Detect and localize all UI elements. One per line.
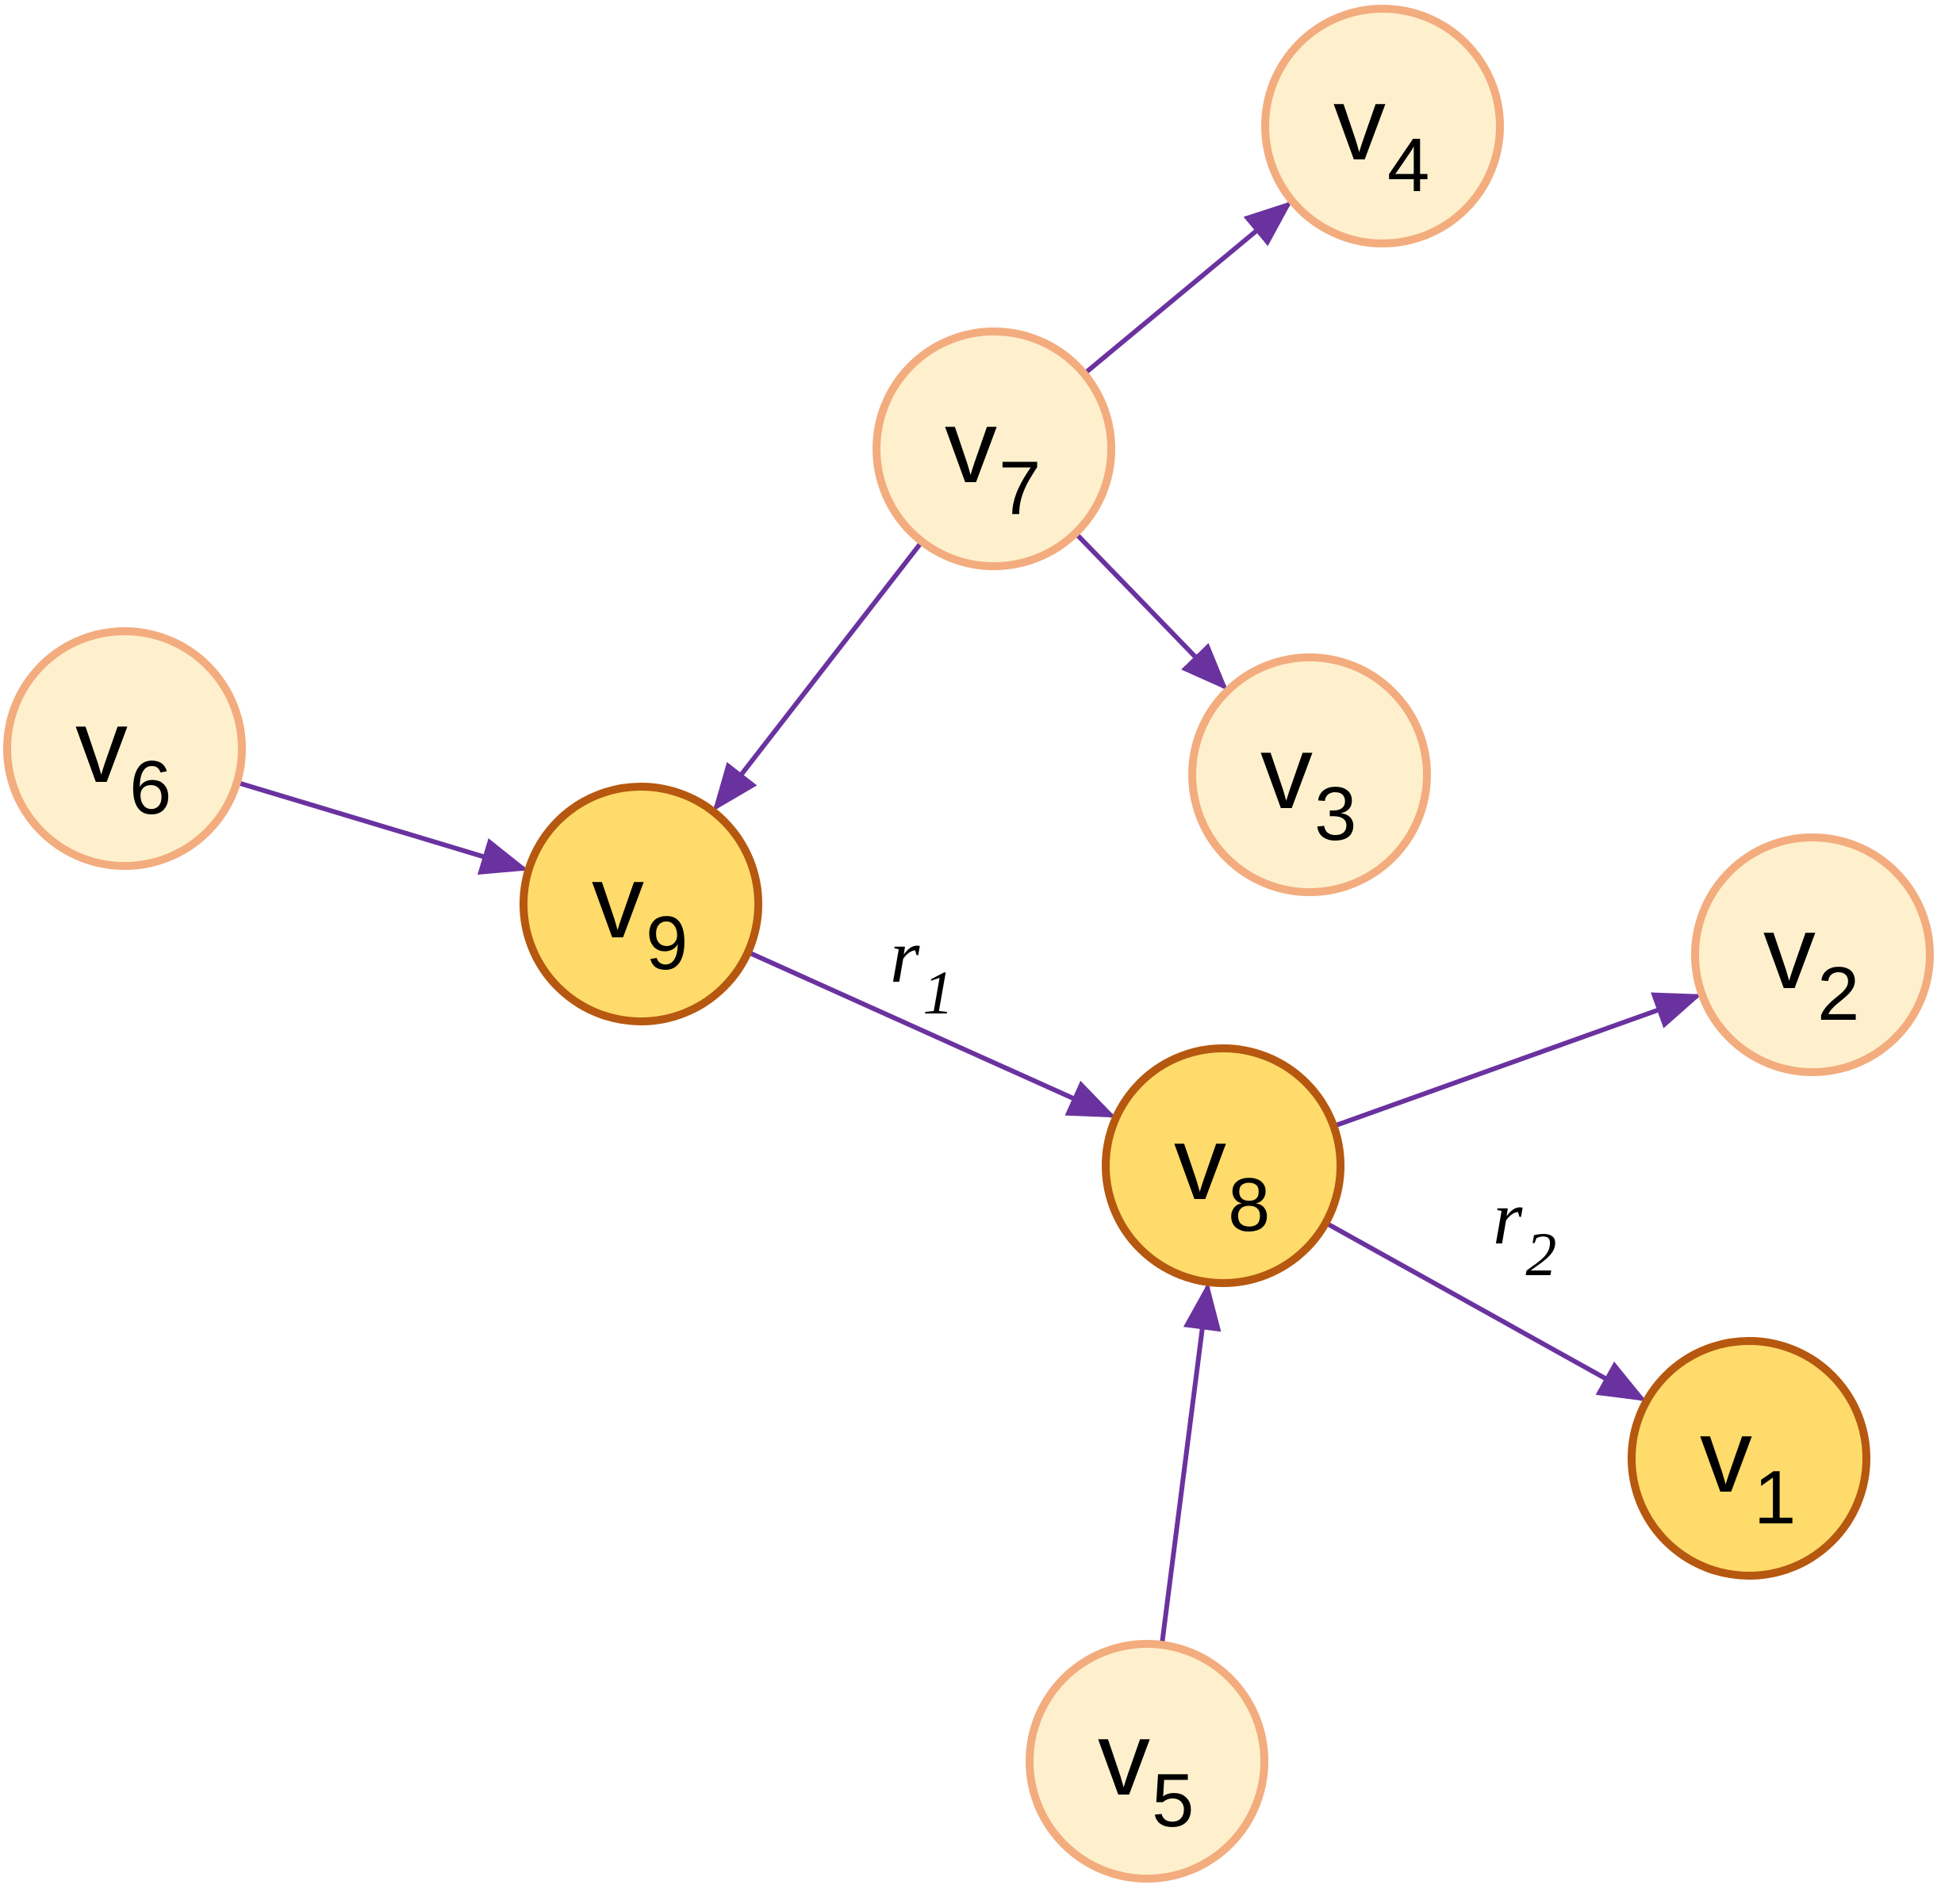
node-label-main: v [945,388,997,504]
node-v3: v3 [1188,653,1431,896]
edge-label-v8-v1: r2 [1493,1175,1556,1289]
node-label-v8: v8 [1174,1105,1270,1247]
node-label-v1: v1 [1700,1397,1796,1540]
node-label-v6: v6 [75,688,171,830]
node-label-sub: 4 [1387,123,1429,208]
node-circle-v2 [1691,833,1934,1076]
edge-label-main: r [890,914,920,998]
node-label-main: v [1763,894,1816,1010]
edge-label-main: r [1493,1175,1523,1260]
node-label-main: v [592,843,644,960]
node-label-main: v [1260,714,1313,830]
node-circle-v9 [520,783,762,1025]
node-v9: v9 [520,783,762,1025]
edges-layer [237,201,1702,1644]
node-label-v4: v4 [1333,65,1429,208]
node-label-sub: 8 [1228,1163,1270,1247]
node-label-v9: v9 [592,843,688,986]
node-circle-v6 [3,627,246,870]
edge-v7-v4 [1084,201,1293,375]
edge-label-sub: 2 [1525,1220,1556,1289]
node-v4: v4 [1261,5,1504,247]
edge-v8-v2 [1334,992,1702,1128]
node-circle-v3 [1188,653,1431,896]
node-v5: v5 [1026,1640,1268,1883]
node-v2: v2 [1691,833,1934,1076]
node-label-main: v [1174,1105,1226,1221]
node-v1: v1 [1628,1337,1870,1580]
node-label-v3: v3 [1260,714,1356,856]
node-label-sub: 3 [1314,772,1356,856]
edge-label-sub: 1 [922,958,953,1027]
node-label-main: v [75,688,128,804]
node-label-sub: 5 [1152,1758,1194,1843]
edge-v6-v9 [237,780,529,875]
node-circle-v7 [873,328,1115,570]
edge-label-v9-v8: r1 [890,914,953,1027]
node-circle-v8 [1102,1044,1344,1287]
node-label-sub: 1 [1754,1455,1796,1540]
node-v6: v6 [3,627,246,870]
edge-v8-v1 [1325,1221,1647,1402]
node-label-main: v [1098,1700,1150,1817]
node-label-v5: v5 [1098,1700,1194,1843]
node-circle-v1 [1628,1337,1870,1580]
node-label-sub: 9 [646,901,688,986]
node-label-v7: v7 [945,388,1041,531]
node-label-main: v [1333,65,1386,182]
node-label-sub: 7 [999,446,1041,531]
node-circle-v5 [1026,1640,1268,1883]
node-label-v2: v2 [1763,894,1859,1036]
edge-v7-v9 [712,541,923,812]
node-circle-v4 [1261,5,1504,247]
node-label-main: v [1700,1397,1752,1514]
edge-v7-v3 [1075,532,1229,691]
edge-v9-v8 [748,950,1117,1118]
edge-v5-v8 [1160,1281,1222,1644]
node-v7: v7 [873,328,1115,570]
node-label-sub: 6 [129,745,171,830]
node-v8: v8 [1102,1044,1344,1287]
node-label-sub: 2 [1817,952,1859,1036]
